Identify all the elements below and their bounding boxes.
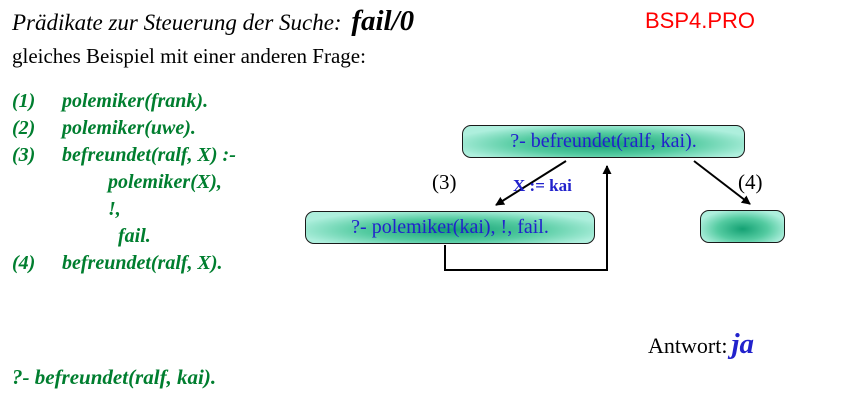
program-line: (1) polemiker(frank). [12, 88, 236, 115]
node-subgoal: ?- polemiker(kai), !, fail. [305, 211, 595, 244]
clause-text: polemiker(uwe). [62, 117, 196, 139]
clause-number: (1) [12, 90, 36, 112]
clause-text: !, [108, 198, 121, 220]
answer-value: ja [731, 328, 755, 360]
clause-text: befreundet(ralf, X) :- [62, 144, 236, 166]
node-root-text: ?- befreundet(ralf, kai). [510, 130, 697, 152]
clause-text: polemiker(X), [108, 171, 222, 193]
program-line: polemiker(X), [12, 169, 236, 196]
clause-text: polemiker(frank). [62, 90, 209, 112]
program-listing: (1) polemiker(frank). (2) polemiker(uwe)… [12, 88, 236, 277]
page-title: Prädikate zur Steuerung der Suche: fail/… [12, 5, 414, 38]
clause-number [12, 196, 62, 223]
program-line: !, [12, 196, 236, 223]
subtitle: gleiches Beispiel mit einer anderen Frag… [12, 44, 366, 68]
node-subgoal-text: ?- polemiker(kai), !, fail. [351, 216, 549, 238]
program-line: (2) polemiker(uwe). [12, 115, 236, 142]
clause-number [12, 223, 62, 250]
query-line: ?- befreundet(ralf, kai). [12, 365, 217, 389]
clause-text: befreundet(ralf, X). [62, 252, 223, 274]
answer-label: Antwort: [648, 333, 728, 358]
clause-number [12, 169, 62, 196]
clause-number: (3) [12, 144, 36, 166]
clause-number: (2) [12, 117, 36, 139]
program-line: (4) befreundet(ralf, X). [12, 250, 236, 277]
program-line: fail. [12, 223, 236, 250]
binding-label: X := kai [513, 176, 572, 195]
answer-line: Antwort:ja [648, 328, 754, 361]
edge-label-clause3: (3) [432, 170, 457, 194]
clause-text: fail. [118, 225, 151, 247]
edge-label-clause4: (4) [738, 170, 763, 194]
title-keyword: fail/0 [351, 5, 415, 37]
node-root-goal: ?- befreundet(ralf, kai). [462, 125, 745, 158]
file-label: BSP4.PRO [645, 8, 756, 33]
node-empty [700, 210, 785, 243]
clause-number: (4) [12, 252, 36, 274]
title-text: Prädikate zur Steuerung der Suche: [12, 10, 348, 35]
program-line: (3) befreundet(ralf, X) :- [12, 142, 236, 169]
